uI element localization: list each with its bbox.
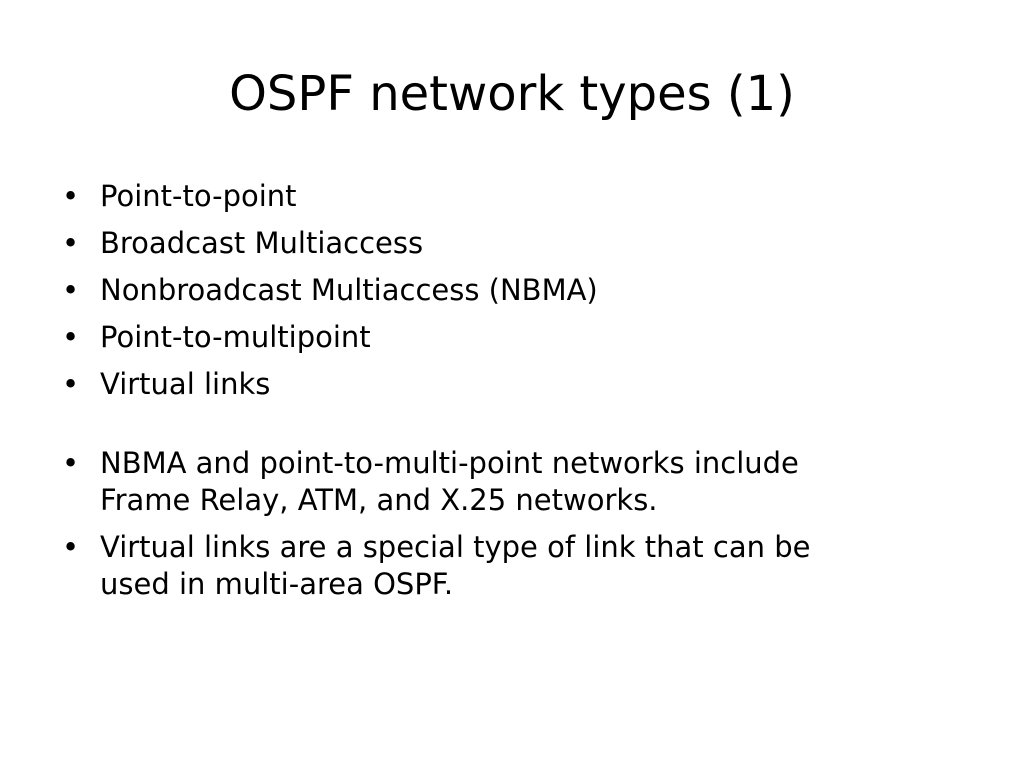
list-item: • Point-to-multipoint — [62, 319, 942, 356]
list-item: • Virtual links — [62, 366, 942, 403]
bullet-icon: • — [62, 226, 80, 260]
list-item: • Nonbroadcast Multiaccess (NBMA) — [62, 272, 942, 309]
list-item-text: Virtual links are a special type of link… — [100, 530, 811, 601]
bullet-icon: • — [62, 179, 80, 213]
list-item-text: Virtual links — [100, 367, 271, 401]
list-item: • Virtual links are a special type of li… — [62, 529, 942, 603]
bullet-icon: • — [62, 530, 80, 564]
list-item-text: Point-to-multipoint — [100, 320, 371, 354]
bullet-icon: • — [62, 367, 80, 401]
bullet-icon: • — [62, 320, 80, 354]
list-item: • Broadcast Multiaccess — [62, 225, 942, 262]
list-item-text: NBMA and point-to-multi-point networks i… — [100, 446, 799, 517]
list-item: • NBMA and point-to-multi-point networks… — [62, 445, 942, 519]
list-item-text: Broadcast Multiaccess — [100, 226, 424, 260]
bullet-list: • Point-to-point • Broadcast Multiaccess… — [62, 178, 942, 613]
list-item: • Point-to-point — [62, 178, 942, 215]
list-item-text: Nonbroadcast Multiaccess (NBMA) — [100, 273, 598, 307]
bullet-icon: • — [62, 446, 80, 480]
list-item-text: Point-to-point — [100, 179, 297, 213]
slide-title: OSPF network types (1) — [229, 66, 795, 122]
bullet-icon: • — [62, 273, 80, 307]
